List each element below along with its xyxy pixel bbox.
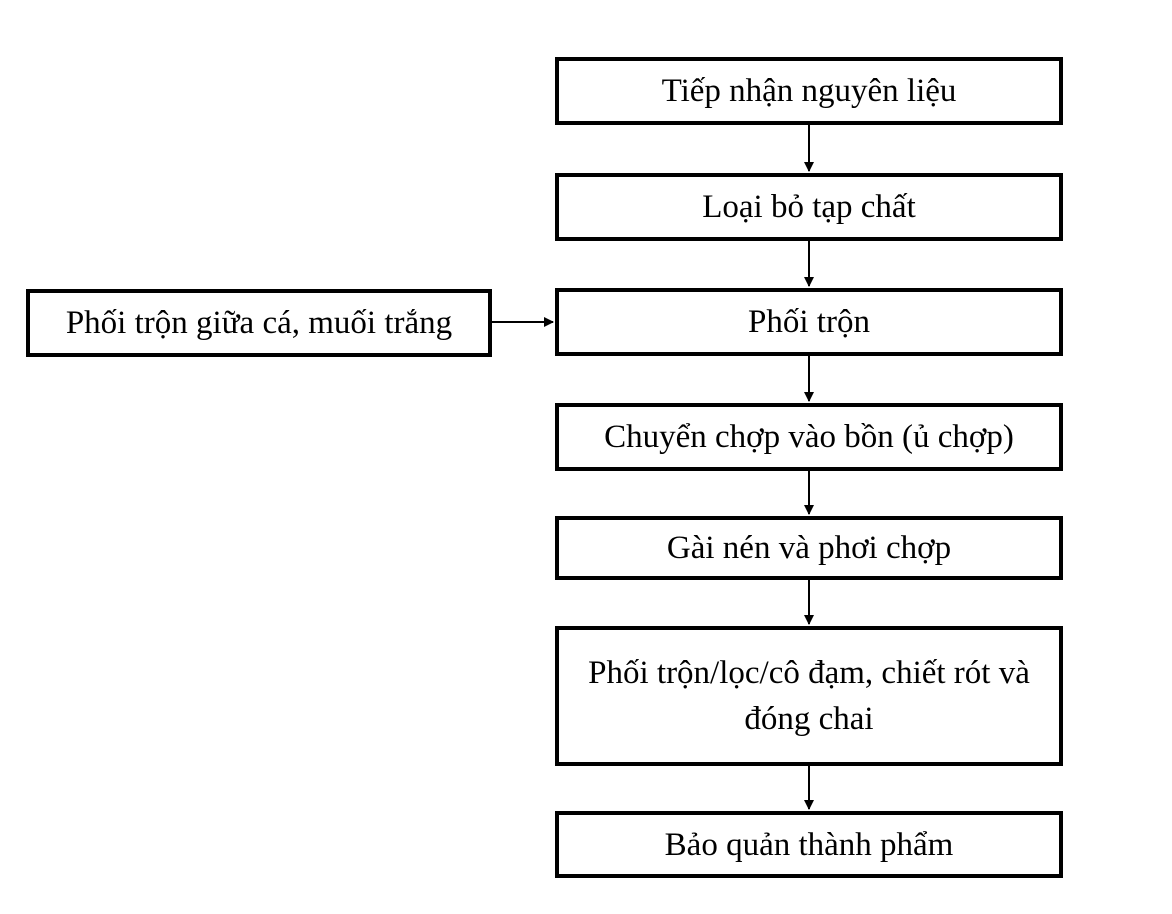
step-gai-nen-va-phoi-chop: Gài nén và phơi chợp [555, 516, 1063, 580]
step-bao-quan-thanh-pham: Bảo quản thành phẩm [555, 811, 1063, 878]
step-label: Tiếp nhận nguyên liệu [661, 73, 957, 109]
step-phoi-tron: Phối trộn [555, 288, 1063, 356]
side-input-phoi-tron-ca-muoi: Phối trộn giữa cá, muối trắng [26, 289, 492, 357]
step-label: Loại bỏ tạp chất [702, 189, 916, 225]
step-tiep-nhan-nguyen-lieu: Tiếp nhận nguyên liệu [555, 57, 1063, 125]
step-label: Phối trộn [748, 304, 870, 340]
step-label: Chuyển chợp vào bồn (ủ chợp) [604, 419, 1014, 455]
step-label: Gài nén và phơi chợp [666, 530, 952, 566]
step-loai-bo-tap-chat: Loại bỏ tạp chất [555, 173, 1063, 241]
side-input-label: Phối trộn giữa cá, muối trắng [65, 305, 453, 341]
step-label: Bảo quản thành phẩm [664, 826, 954, 863]
step-chuyen-chop-vao-bon: Chuyển chợp vào bồn (ủ chợp) [555, 403, 1063, 471]
step-phoi-tron-loc-co-dam-chiet-rot-dong-chai: Phối trộn/lọc/cô đạm, chiết rót và đóng … [555, 626, 1063, 766]
step-label: Phối trộn/lọc/cô đạm, chiết rót và đóng … [588, 655, 1030, 737]
